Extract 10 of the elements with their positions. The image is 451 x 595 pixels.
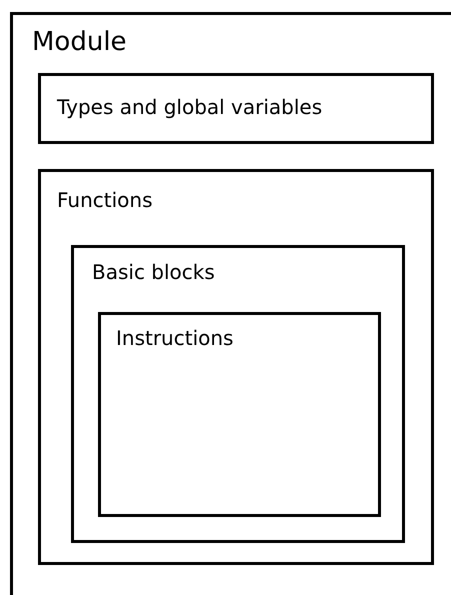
section-title: Instructions — [116, 327, 234, 349]
module-frame — [10, 12, 451, 595]
section-box — [38, 169, 434, 565]
section-box — [38, 73, 434, 144]
section-title: Basic blocks — [92, 261, 215, 283]
section-title: Module — [32, 28, 127, 57]
section-title: Functions — [57, 189, 152, 211]
section-title: Types and global variables — [57, 96, 322, 118]
section-box — [98, 312, 381, 517]
section-box — [71, 245, 405, 543]
